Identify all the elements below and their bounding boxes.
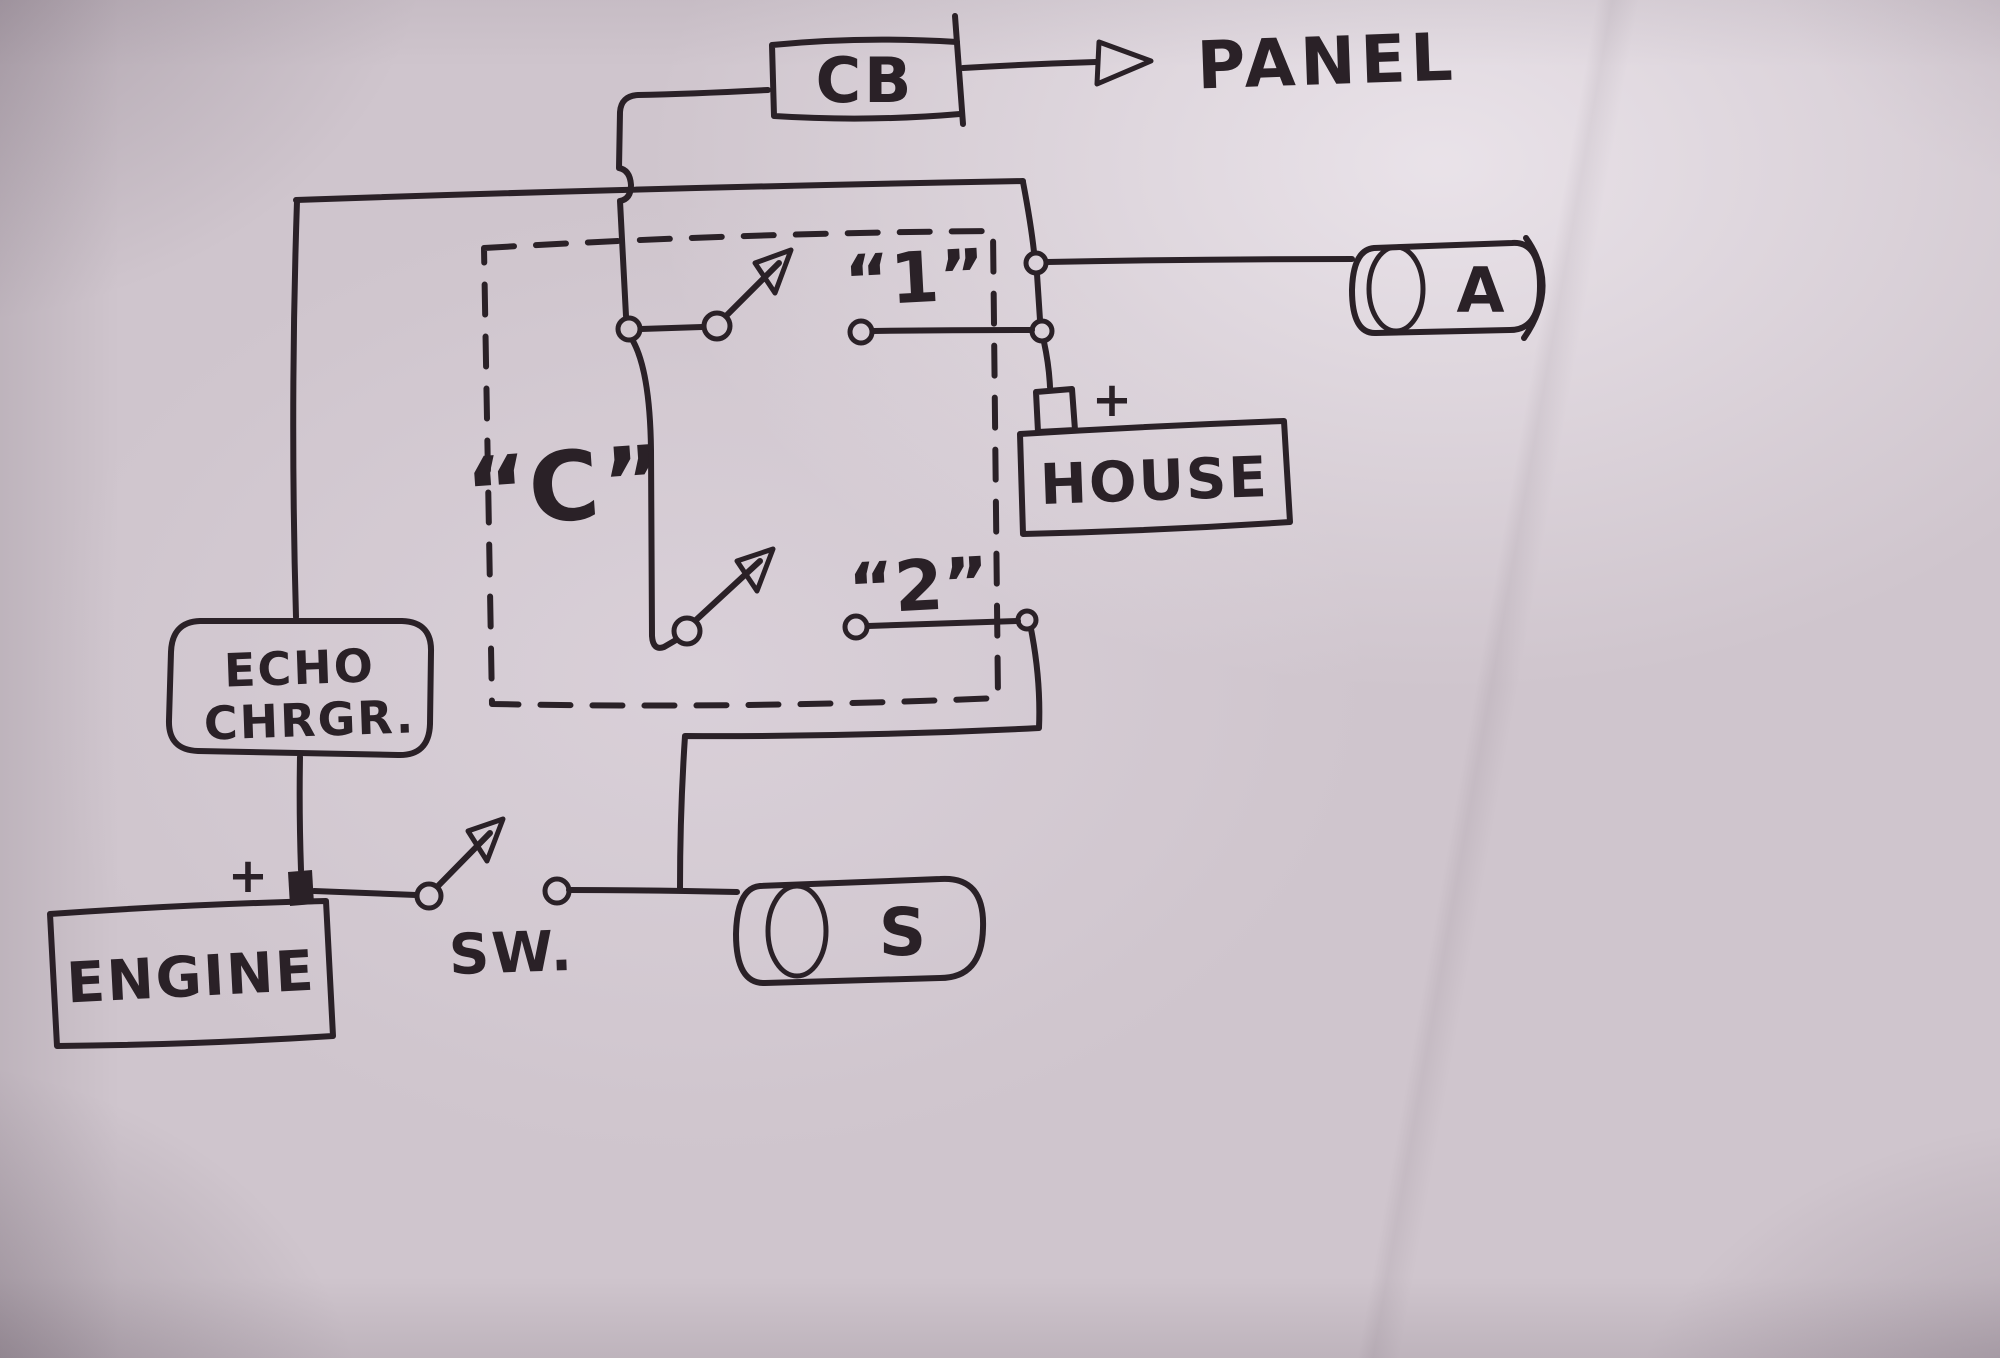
- wire-pos2-to-bottom-bus: [677, 626, 1043, 891]
- cb-label: CB: [816, 44, 915, 117]
- battery-s: S: [733, 875, 987, 987]
- battery-s-end-cap: [765, 883, 829, 979]
- selector-position-1: “1”: [638, 233, 1035, 346]
- switch-label: SW.: [448, 919, 575, 988]
- echo-charger: ECHO CHRGR.: [165, 618, 435, 759]
- pos2-pivot-circle: [671, 615, 703, 647]
- cb-box-outline: [769, 36, 963, 122]
- wire-to-house-terminal: [1041, 339, 1053, 390]
- pos1-contact-wire: [870, 327, 1035, 334]
- echo-charger-label-line1: ECHO: [223, 638, 376, 697]
- panel-label: PANEL: [1196, 18, 1459, 104]
- battery-a-label: A: [1457, 254, 1508, 327]
- battery-switch: SW.: [311, 816, 740, 988]
- pos2-arrowhead-icon: [734, 546, 776, 594]
- pos2-contact-wire: [865, 618, 1021, 629]
- position-1-label: “1”: [842, 233, 987, 322]
- wire-engine-to-switch: [311, 888, 419, 898]
- circuit-breaker-box: CB: [769, 13, 966, 127]
- battery-s-body: [733, 875, 987, 987]
- pos2-arrow-shaft: [693, 558, 763, 623]
- pos1-link-wire: [638, 324, 705, 332]
- wire-bus-down: [1020, 179, 1037, 255]
- sw-arrow-shaft: [435, 830, 493, 889]
- panel-arrowhead-icon: [1094, 39, 1154, 87]
- house-plus-sign: +: [1092, 372, 1132, 428]
- wire-to-battery-a: [1044, 256, 1355, 265]
- battery-a-right-cap: [1521, 235, 1546, 341]
- wire-cb-to-panel: PANEL: [960, 18, 1459, 105]
- battery-s-label: S: [879, 894, 932, 971]
- engine-terminal-post: [288, 870, 314, 906]
- engine-box-outline: [47, 898, 336, 1049]
- engine-battery: ENGINE +: [47, 848, 336, 1049]
- cb-box-right-edge: [952, 13, 966, 127]
- cb-panel-wire: [960, 59, 1099, 71]
- sw-arrowhead-icon: [465, 816, 506, 864]
- right-terminal-column: [1020, 179, 1055, 390]
- position-2-label: “2”: [846, 541, 991, 630]
- wire-common-to-pos2: [630, 338, 679, 651]
- wire-bus-to-echo-charger: [290, 198, 300, 620]
- house-terminal-post: [1033, 386, 1078, 435]
- selector-label: “C”: [462, 424, 669, 550]
- house-battery: + HOUSE: [1017, 372, 1293, 537]
- echo-charger-label-line2: CHRGR.: [203, 689, 416, 750]
- battery-a-end-cap: [1366, 244, 1426, 334]
- house-label: HOUSE: [1039, 445, 1270, 518]
- echo-charger-outline: [165, 618, 435, 759]
- selector-common-terminal: [615, 315, 643, 343]
- terminal-circle-pos1-out: [1029, 318, 1055, 344]
- wire-top-bus: [293, 178, 1026, 203]
- house-box-outline: [1017, 418, 1293, 537]
- pos1-arrowhead-icon: [752, 247, 794, 296]
- sw-contact-circle: [542, 876, 572, 906]
- pos1-contact-circle: [847, 318, 875, 346]
- pos1-arrow-shaft: [723, 260, 782, 319]
- selector-position-2: “2”: [671, 541, 1039, 647]
- wire-switch-to-battery-s: [566, 887, 740, 895]
- sw-pivot-circle: [414, 881, 444, 911]
- engine-plus-sign: +: [228, 848, 268, 904]
- wire-cb-to-selector-common: [616, 87, 771, 319]
- pos2-out-terminal-circle: [1015, 608, 1039, 632]
- wire-terminal-link: [1034, 271, 1043, 323]
- selector-dashed-outline: [481, 228, 1001, 709]
- wire-echo-charger-to-engine: [296, 754, 304, 873]
- battery-a: A: [1349, 235, 1546, 341]
- engine-label: ENGINE: [65, 939, 317, 1017]
- pos1-pivot-circle: [701, 310, 733, 342]
- terminal-circle-a-feed: [1023, 250, 1049, 276]
- selector-switch-box: “C”: [462, 228, 1001, 709]
